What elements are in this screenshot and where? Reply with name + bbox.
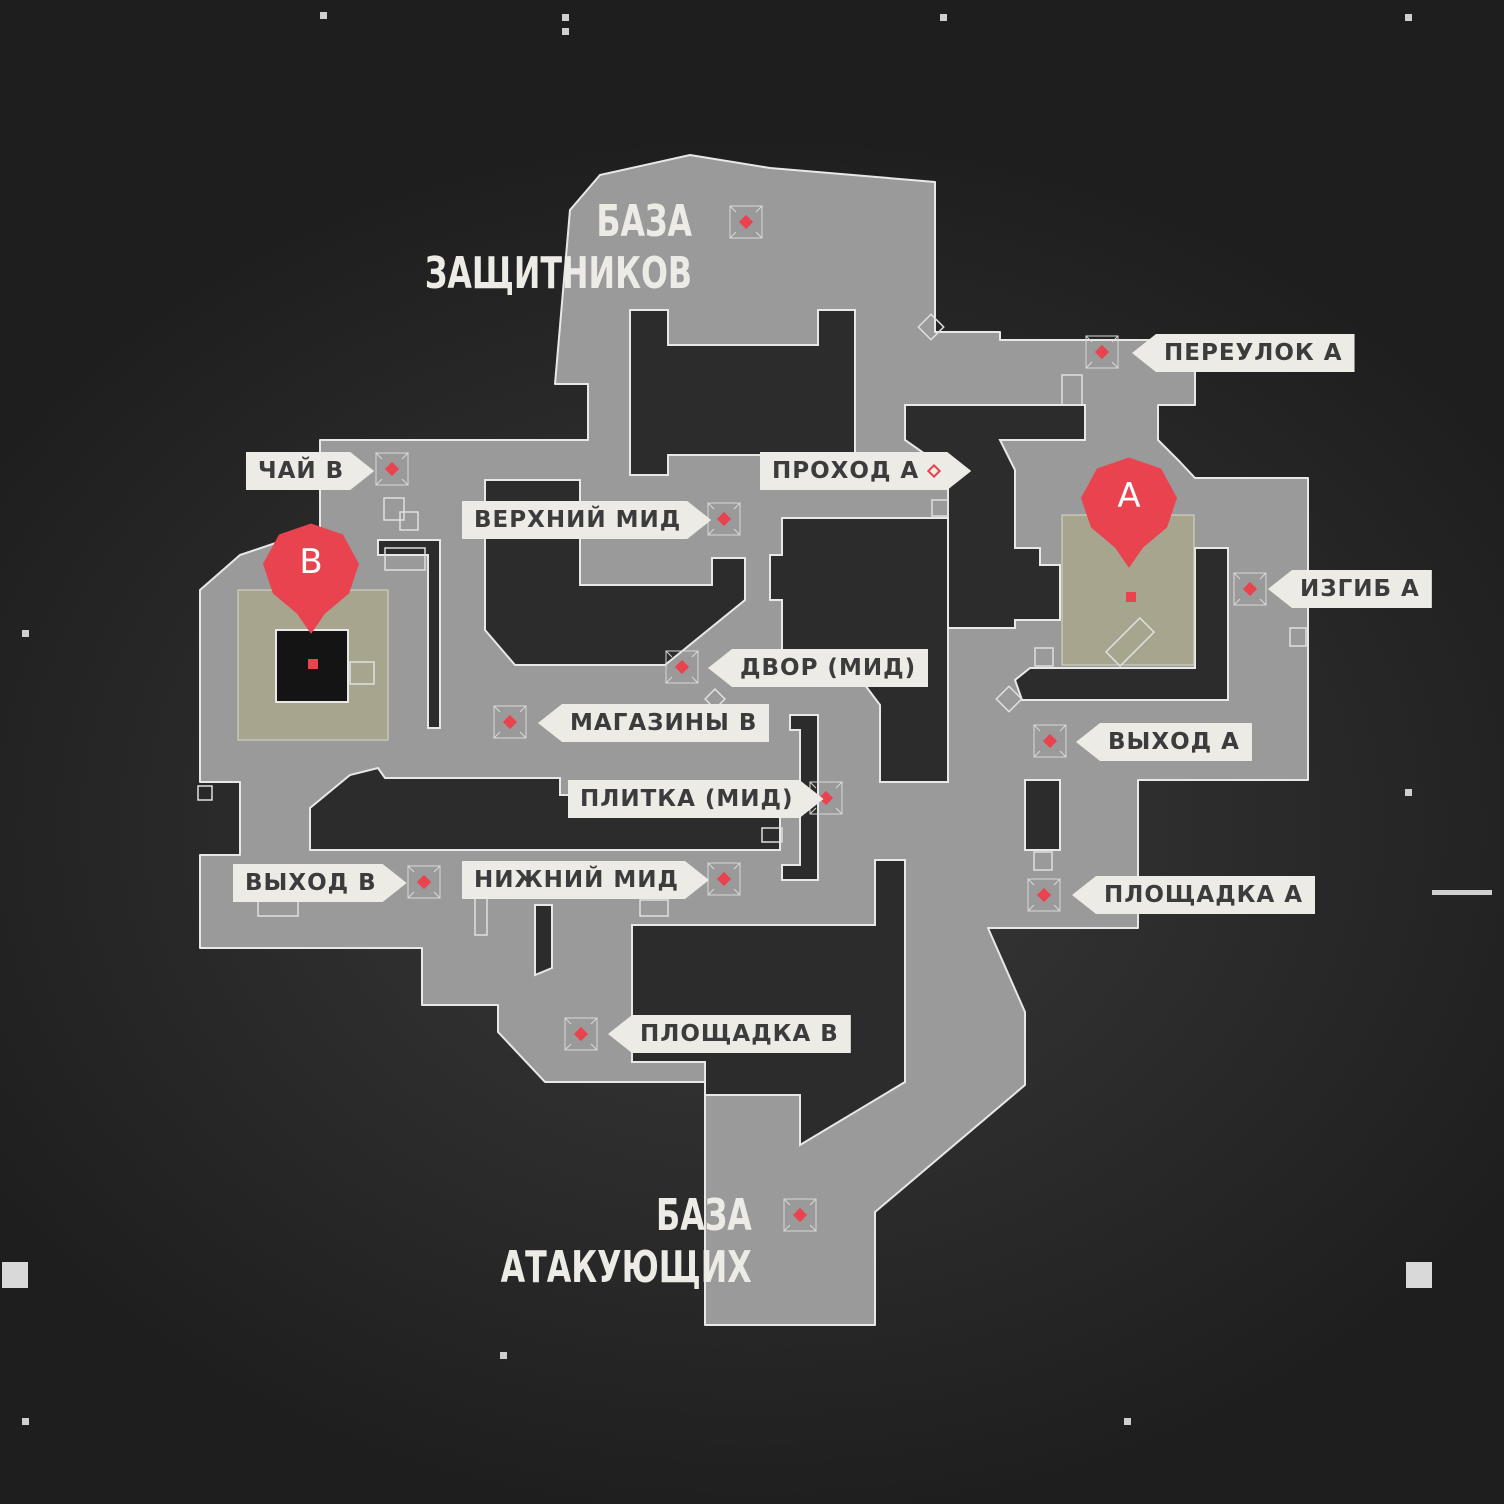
- label-b-tea: ЧАЙ В: [246, 452, 374, 490]
- label-a-passage: ПРОХОД А: [760, 452, 971, 490]
- attacker-spawn-line-2: АТАКУЮЩИХ: [500, 1242, 752, 1293]
- label-mid-tiles: ПЛИТКА (МИД): [568, 780, 824, 818]
- site-b-letter: B: [299, 542, 323, 582]
- b-shops-marker: [493, 705, 527, 739]
- attacker-spawn-line-1: БАЗА: [656, 1190, 752, 1241]
- b-tea-marker: [375, 452, 409, 486]
- attacker-spawn-title: БАЗА АТАКУЮЩИХ: [501, 1190, 752, 1294]
- label-bottom-mid: НИЖНИЙ МИД: [462, 861, 709, 899]
- defender-spawn-title: БАЗА ЗАЩИТНИКОВ: [425, 196, 692, 300]
- label-a-main: ПЛОЩАДКА А: [1072, 876, 1316, 914]
- label-b-exit: ВЫХОД В: [233, 864, 407, 902]
- site-b-pin: B: [261, 520, 361, 636]
- site-a-letter: A: [1117, 476, 1141, 516]
- a-lane-marker: [1085, 335, 1119, 369]
- defender-spawn-marker: [729, 205, 763, 239]
- label-a-passage-text: ПРОХОД А: [772, 458, 920, 484]
- bottom-mid-marker: [707, 862, 741, 896]
- attacker-spawn-marker: [783, 1198, 817, 1232]
- diamond-icon: [927, 464, 941, 478]
- b-main-marker: [564, 1017, 598, 1051]
- top-mid-marker: [707, 502, 741, 536]
- label-a-lane: ПЕРЕУЛОК А: [1132, 334, 1355, 372]
- label-a-exit: ВЫХОД А: [1076, 723, 1252, 761]
- mid-courtyard-marker: [665, 650, 699, 684]
- a-main-marker: [1027, 878, 1061, 912]
- label-mid-courtyard: ДВОР (МИД): [708, 649, 929, 687]
- b-exit-marker: [407, 865, 441, 899]
- defender-spawn-line-2: ЗАЩИТНИКОВ: [424, 248, 692, 299]
- site-a-pin: A: [1079, 454, 1179, 570]
- defender-spawn-line-1: БАЗА: [596, 196, 692, 247]
- map-pin-icon: [1081, 457, 1177, 568]
- label-b-main: ПЛОЩАДКА В: [608, 1015, 851, 1053]
- label-b-shops: МАГАЗИНЫ В: [538, 704, 770, 742]
- a-exit-marker: [1033, 724, 1067, 758]
- label-a-bend: ИЗГИБ А: [1268, 570, 1432, 608]
- map-pin-icon: [263, 523, 359, 634]
- a-bend-marker: [1233, 572, 1267, 606]
- label-top-mid: ВЕРХНИЙ МИД: [462, 501, 711, 539]
